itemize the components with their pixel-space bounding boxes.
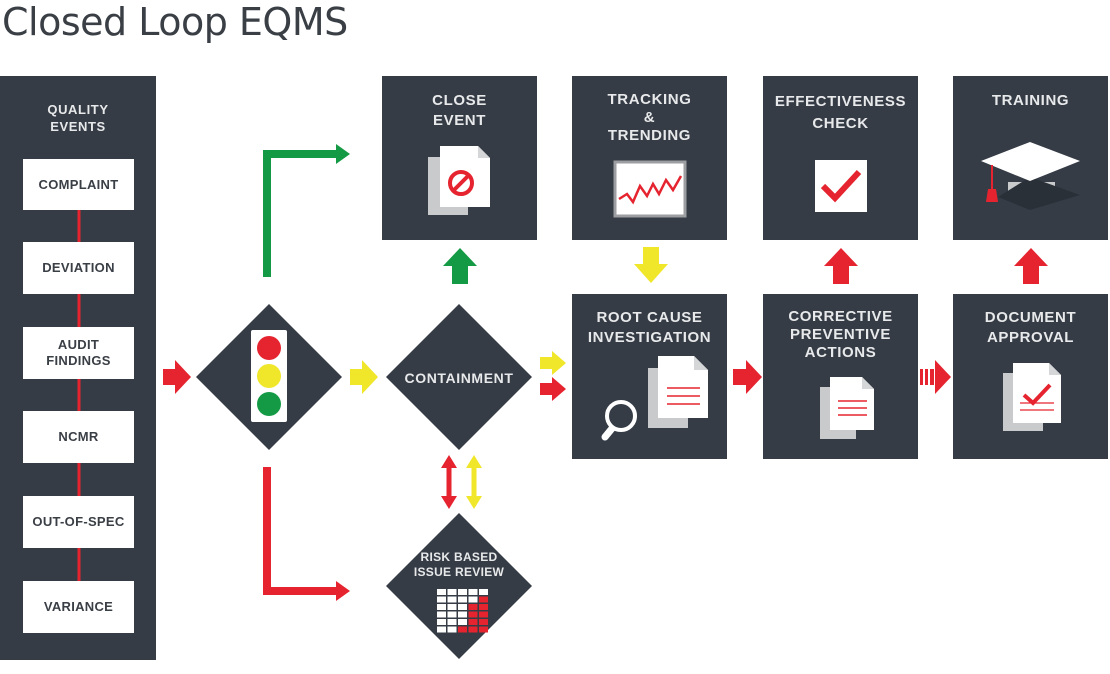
- trend-chart-icon: [613, 160, 687, 218]
- arrow-red-to-risk-review: [263, 467, 350, 601]
- arrow-containment-to-close: [443, 248, 477, 284]
- graduation-cap-icon: [981, 142, 1080, 210]
- check-icon: [815, 160, 867, 212]
- arrow-capa-to-effectiveness: [824, 248, 858, 284]
- root-cause-label: ROOT CAUSE INVESTIGATION: [587, 309, 712, 346]
- document-icon: [820, 377, 874, 439]
- arrow-containment-to-rca-red: [540, 377, 566, 401]
- arrow-triage-to-containment: [350, 360, 378, 394]
- arrow-containment-risk-yellow: [466, 455, 482, 509]
- containment-diamond: [386, 304, 532, 450]
- effectiveness-check-label: EFFECTIVENESS CHECK: [774, 93, 907, 132]
- event-deviation: DEVIATION: [23, 242, 134, 294]
- arrow-tracking-to-rca: [634, 247, 668, 283]
- containment-label: CONTAINMENT: [404, 370, 514, 386]
- arrow-rca-to-capa: [733, 360, 762, 394]
- document-approval-label: DOCUMENT APPROVAL: [984, 309, 1077, 346]
- risk-review-diamond: [386, 513, 532, 659]
- corrective-preventive-label: CORRECTIVE PREVENTIVE ACTIONS: [788, 308, 893, 361]
- event-ncmr: NCMR: [23, 411, 134, 463]
- approval-document-icon: [1003, 363, 1061, 431]
- event-complaint: COMPLAINT: [23, 159, 134, 210]
- magnifier-document-icon: [601, 356, 708, 441]
- arrow-containment-risk-red: [441, 455, 457, 509]
- arrow-capa-to-document: [920, 360, 951, 394]
- arrow-document-to-training: [1014, 248, 1048, 284]
- event-out-of-spec: OUT-OF-SPEC: [23, 496, 134, 548]
- arrow-containment-to-rca-yellow: [540, 351, 566, 375]
- training-label: TRAINING: [991, 92, 1070, 109]
- risk-review-label: RISK BASED ISSUE REVIEW: [413, 550, 505, 579]
- event-variance: VARIANCE: [23, 581, 134, 633]
- close-document-icon: [428, 146, 490, 215]
- close-event-label: CLOSE EVENT: [432, 92, 487, 129]
- risk-grid-icon: [437, 589, 488, 633]
- event-audit-findings: AUDIT FINDINGS: [23, 327, 134, 379]
- arrow-events-to-triage: [163, 360, 191, 394]
- quality-events-heading: QUALITY EVENTS: [47, 102, 109, 134]
- page-title: Closed Loop EQMS: [2, 0, 348, 44]
- traffic-light-icon: [251, 330, 287, 422]
- arrow-green-to-close-event: [263, 144, 350, 277]
- tracking-trending-label: TRACKING & TRENDING: [607, 91, 692, 144]
- effectiveness-check-box: [763, 76, 918, 240]
